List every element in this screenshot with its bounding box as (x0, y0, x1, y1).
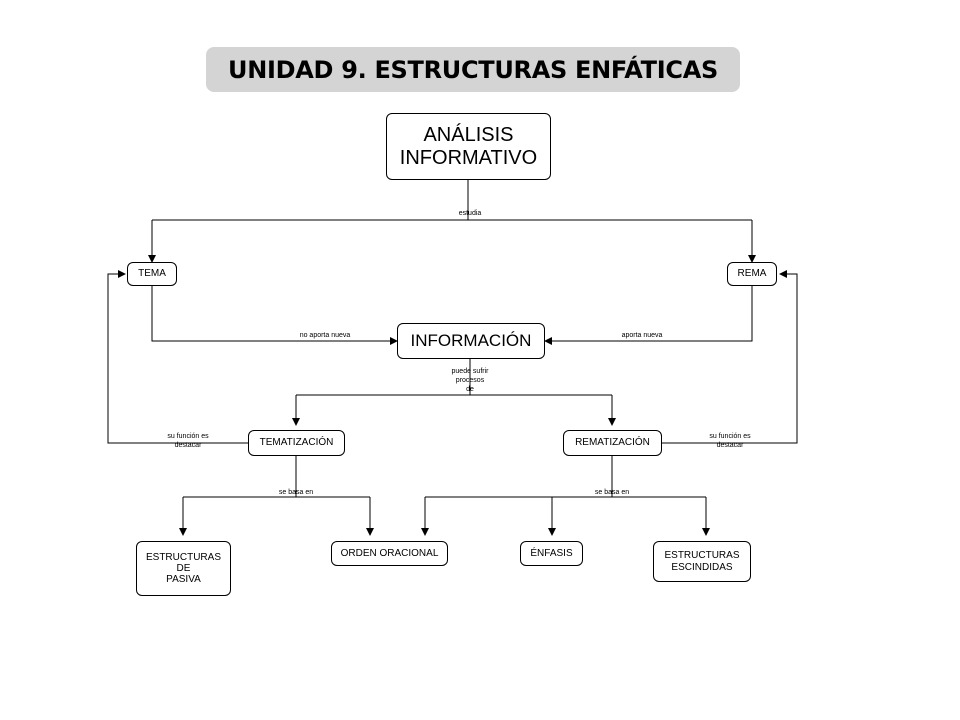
node-tema: TEMA (127, 262, 177, 286)
node-enfasis: ÉNFASIS (520, 541, 583, 566)
link-label-funcion-left: su función es destacar (167, 433, 209, 449)
link-label-no-aporta-nueva: no aporta nueva (299, 332, 351, 339)
link-label-se-basa-en-right: se basa en (594, 489, 630, 496)
title-banner: UNIDAD 9. ESTRUCTURAS ENFÁTICAS (206, 47, 740, 92)
node-tematizacion: TEMATIZACIÓN (248, 430, 345, 456)
node-estructuras-escindidas: ESTRUCTURAS ESCINDIDAS (653, 541, 751, 582)
link-label-procesos: puede sufrir procesos de (451, 368, 489, 393)
node-rema: REMA (727, 262, 777, 286)
node-orden-oracional: ORDEN ORACIONAL (331, 541, 448, 566)
link-label-funcion-right: su función es destacar (709, 433, 751, 449)
node-analisis-informativo: ANÁLISIS INFORMATIVO (386, 113, 551, 180)
link-label-estudia: estudia (458, 210, 482, 217)
page-title: UNIDAD 9. ESTRUCTURAS ENFÁTICAS (228, 55, 718, 84)
node-rematizacion: REMATIZACIÓN (563, 430, 662, 456)
link-label-aporta-nueva: aporta nueva (621, 332, 663, 339)
node-estructuras-de-pasiva: ESTRUCTURAS DE PASIVA (136, 541, 231, 596)
link-label-se-basa-en-left: se basa en (278, 489, 314, 496)
node-informacion: INFORMACIÓN (397, 323, 545, 359)
